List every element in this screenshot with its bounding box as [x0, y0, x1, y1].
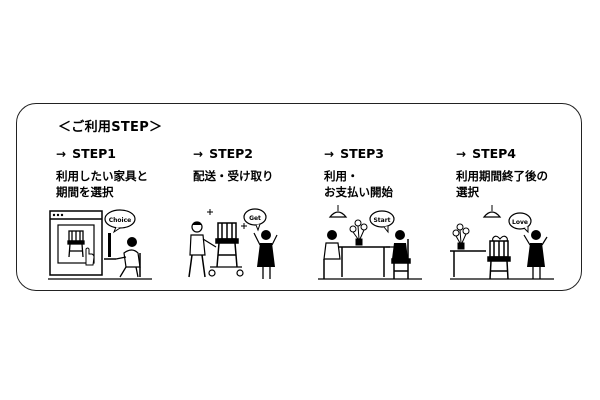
step-3-header: → STEP3	[324, 146, 452, 161]
step-2-illustration: Get	[188, 208, 278, 279]
speech-bubble	[243, 208, 267, 226]
bubble-text: Love	[512, 219, 528, 226]
step-2: → STEP2 配送・受け取り	[193, 146, 321, 184]
step-1-illustration: Choice	[48, 209, 152, 280]
speech-bubble	[508, 212, 532, 230]
arrow-right-icon: →	[324, 146, 335, 161]
flower-vase-icon	[452, 223, 470, 250]
step-3-label: STEP3	[340, 146, 384, 161]
person-icon	[115, 237, 141, 278]
lamp-icon	[482, 205, 502, 218]
bubble-text: Get	[249, 215, 261, 222]
step-3-desc-line1: 利用・	[324, 169, 359, 183]
step-3-desc-line2: お支払い開始	[324, 185, 393, 199]
person-icon	[523, 230, 548, 279]
step-1-desc-line2: 期間を選択	[56, 185, 114, 199]
chair-icon	[487, 240, 511, 280]
step-3-description: 利用・ お支払い開始	[324, 168, 452, 200]
step-3-illustration: Start	[318, 205, 422, 280]
step-1-header: → STEP1	[56, 146, 184, 161]
table-icon	[338, 246, 390, 277]
step-4-label: STEP4	[472, 146, 516, 161]
step-2-desc-line1: 配送・受け取り	[193, 169, 274, 183]
bubble-text: Choice	[109, 217, 131, 224]
hand-cursor-icon	[85, 247, 95, 266]
chair-icon	[391, 239, 411, 279]
person-icon	[386, 230, 408, 259]
sparkle-icon	[207, 209, 247, 229]
step-4: → STEP4 利用期間終了後の 選択	[456, 146, 584, 200]
person-icon	[253, 230, 278, 279]
table-icon	[450, 250, 486, 277]
step-4-desc-line2: 選択	[456, 185, 479, 199]
step-4-desc-line1: 利用期間終了後の	[456, 169, 548, 183]
arrow-right-icon: →	[56, 146, 67, 161]
guide-title: ＜ご利用STEP＞	[58, 120, 163, 135]
step-3: → STEP3 利用・ お支払い開始	[324, 146, 452, 200]
step-2-label: STEP2	[209, 146, 253, 161]
lamp-icon	[328, 205, 348, 218]
step-1-desc-line1: 利用したい家具と	[56, 169, 148, 183]
step-1: → STEP1 利用したい家具と 期間を選択	[56, 146, 184, 200]
delivery-person-icon	[188, 221, 217, 278]
person-icon	[323, 230, 341, 279]
cart-icon	[208, 266, 244, 277]
arrow-right-icon: →	[456, 146, 467, 161]
step-4-header: → STEP4	[456, 146, 584, 161]
step-4-illustration: Love	[450, 205, 554, 280]
step-2-description: 配送・受け取り	[193, 168, 321, 184]
step-2-header: → STEP2	[193, 146, 321, 161]
speech-bubble	[369, 210, 395, 228]
chair-icon	[67, 230, 85, 258]
step-1-description: 利用したい家具と 期間を選択	[56, 168, 184, 200]
flower-vase-icon	[349, 219, 368, 246]
step-1-label: STEP1	[72, 146, 116, 161]
step-4-description: 利用期間終了後の 選択	[456, 168, 584, 200]
arrow-right-icon: →	[193, 146, 204, 161]
bubble-text: Start	[373, 217, 390, 224]
chair-icon	[215, 222, 239, 268]
steps-panel	[16, 103, 582, 291]
